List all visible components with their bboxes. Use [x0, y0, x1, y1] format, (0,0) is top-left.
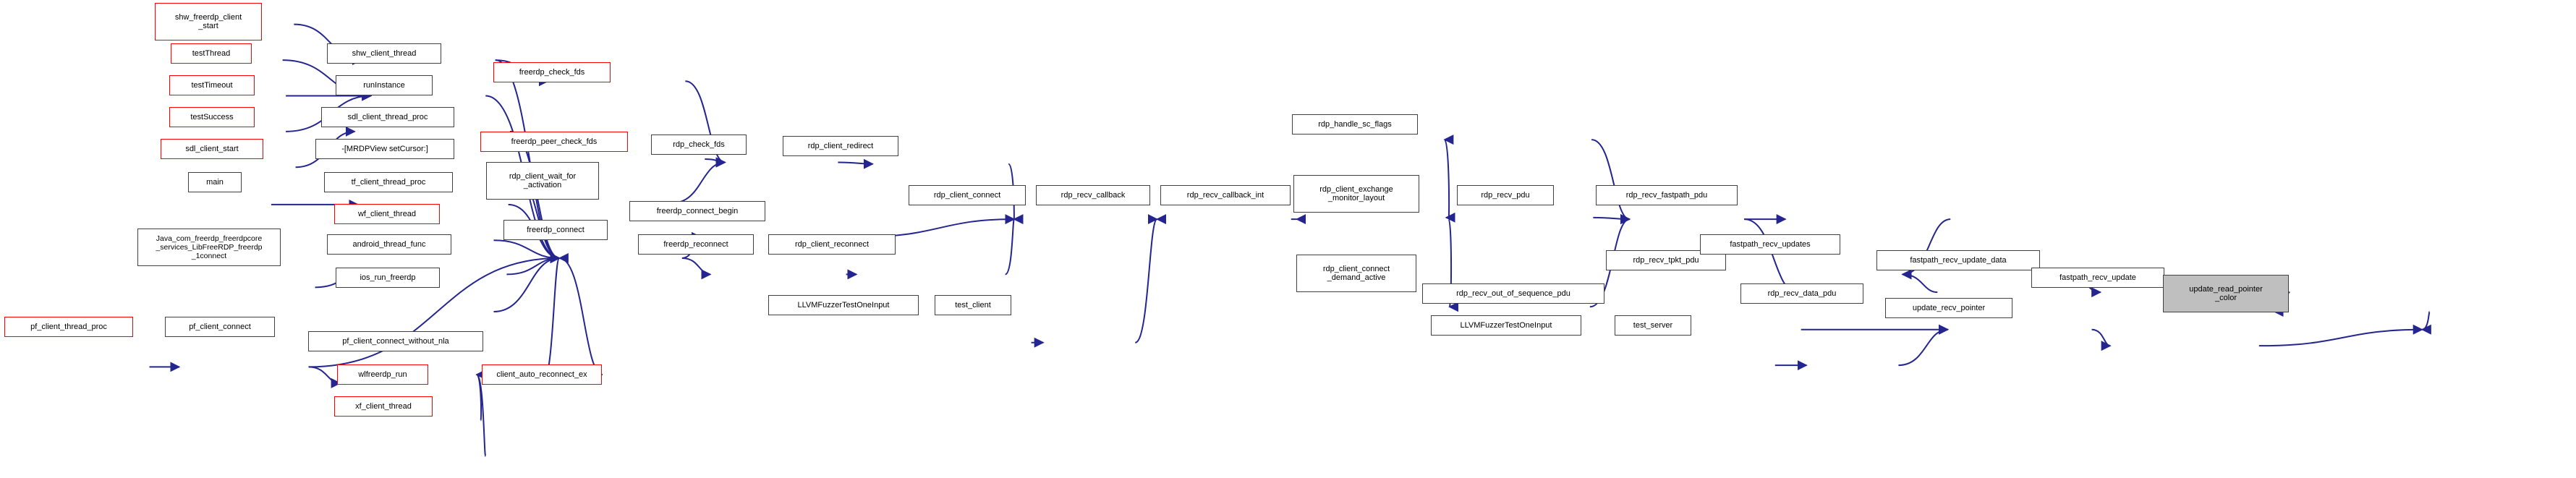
edge: [2258, 324, 2423, 347]
node-wlfreerdp-run[interactable]: wlfreerdp_run: [337, 364, 428, 385]
node-sdl-client-thread-proc[interactable]: sdl_client_thread_proc: [321, 107, 454, 127]
node-freerdp-reconnect[interactable]: freerdp_reconnect: [638, 234, 754, 255]
node-rdp-recv-callback-int[interactable]: rdp_recv_callback_int: [1160, 185, 1291, 205]
edge: [1901, 269, 1938, 294]
node-llvmfuzzertestoneinput-client[interactable]: LLVMFuzzerTestOneInput: [768, 295, 919, 315]
node-testsuccess[interactable]: testSuccess: [169, 107, 255, 127]
node-rdp-client-reconnect[interactable]: rdp_client_reconnect: [768, 234, 896, 255]
node-tf-client-thread-proc[interactable]: tf_client_thread_proc: [324, 172, 453, 192]
edge: [475, 370, 487, 457]
edge-group: [149, 23, 2431, 457]
edge: [475, 370, 486, 422]
node-fastpath-recv-updates[interactable]: fastpath_recv_updates: [1700, 234, 1840, 255]
node-rdp-handle-sc-flags[interactable]: rdp_handle_sc_flags: [1292, 114, 1418, 135]
node-llvmfuzzertestoneinput-server[interactable]: LLVMFuzzerTestOneInput: [1431, 315, 1581, 336]
node-rdp-check-fds[interactable]: rdp_check_fds: [651, 135, 747, 155]
edge: [705, 157, 726, 168]
node-shw-freerdp-client-start[interactable]: shw_freerdp_client _start: [155, 3, 262, 40]
edge: [1445, 212, 1455, 223]
node-test-client[interactable]: test_client: [935, 295, 1011, 315]
node-pf-client-connect-without-nla[interactable]: pf_client_connect_without_nla: [308, 331, 483, 351]
node-main[interactable]: main: [188, 172, 242, 192]
edge: [2420, 311, 2431, 335]
node-mrdpview-setcursor[interactable]: -[MRDPView setCursor:]: [315, 139, 454, 159]
node-test-server[interactable]: test_server: [1615, 315, 1691, 336]
node-testtimeout[interactable]: testTimeout: [169, 75, 255, 95]
node-rdp-client-connect-demand-active[interactable]: rdp_client_connect _demand_active: [1296, 255, 1416, 292]
node-android-thread-func[interactable]: android_thread_func: [327, 234, 451, 255]
node-rdp-client-wait-for-activation[interactable]: rdp_client_wait_for _activation: [486, 162, 599, 200]
edge: [506, 252, 561, 276]
node-sdl-client-start[interactable]: sdl_client_start: [161, 139, 263, 159]
edge: [1134, 214, 1158, 343]
edge: [1443, 135, 1454, 221]
node-java-libfreerdp-connect[interactable]: Java_com_freerdp_freerdpcore _services_L…: [137, 229, 281, 266]
node-rdp-recv-fastpath-pdu[interactable]: rdp_recv_fastpath_pdu: [1596, 185, 1738, 205]
node-rdp-recv-callback[interactable]: rdp_recv_callback: [1036, 185, 1150, 205]
edge: [1593, 214, 1631, 225]
node-client-auto-reconnect-ex[interactable]: client_auto_reconnect_ex: [482, 364, 602, 385]
node-rdp-client-exchange-monitor-layout[interactable]: rdp_client_exchange _monitor_layout: [1293, 175, 1419, 213]
edge: [1898, 324, 1950, 367]
edge: [1591, 139, 1631, 225]
node-update-read-pointer-color[interactable]: update_read_pointer _color: [2163, 275, 2289, 312]
edge: [1004, 214, 1016, 276]
edge: [493, 252, 561, 313]
edge: [2091, 328, 2112, 351]
node-freerdp-connect-begin[interactable]: freerdp_connect_begin: [629, 201, 765, 221]
edge: [838, 158, 874, 169]
edge: [308, 366, 341, 388]
node-testthread[interactable]: testThread: [171, 43, 252, 64]
node-rdp-recv-data-pdu[interactable]: rdp_recv_data_pdu: [1740, 283, 1863, 304]
node-rdp-client-connect[interactable]: rdp_client_connect: [909, 185, 1026, 205]
node-ios-run-freerdp[interactable]: ios_run_freerdp: [336, 268, 440, 288]
edge: [493, 239, 561, 263]
node-fastpath-recv-update-data[interactable]: fastpath_recv_update_data: [1876, 250, 2040, 270]
node-freerdp-check-fds[interactable]: freerdp_check_fds: [493, 62, 611, 82]
edge: [681, 257, 712, 280]
node-xf-client-thread[interactable]: xf_client_thread: [334, 396, 433, 417]
node-freerdp-peer-check-fds[interactable]: freerdp_peer_check_fds: [480, 132, 628, 152]
edge: [672, 157, 726, 204]
node-freerdp-connect[interactable]: freerdp_connect: [503, 220, 608, 240]
node-shw-client-thread[interactable]: shw_client_thread: [327, 43, 441, 64]
node-wf-client-thread[interactable]: wf_client_thread: [334, 204, 440, 224]
node-rdp-recv-out-of-sequence-pdu[interactable]: rdp_recv_out_of_sequence_pdu: [1422, 283, 1604, 304]
node-pf-client-thread-proc[interactable]: pf_client_thread_proc: [4, 317, 133, 337]
node-runinstance[interactable]: runInstance: [336, 75, 433, 95]
node-update-recv-pointer[interactable]: update_recv_pointer: [1885, 298, 2012, 318]
node-rdp-recv-pdu[interactable]: rdp_recv_pdu: [1457, 185, 1554, 205]
edge: [1744, 218, 1798, 298]
node-pf-client-connect[interactable]: pf_client_connect: [165, 317, 275, 337]
node-fastpath-recv-update[interactable]: fastpath_recv_update: [2031, 268, 2164, 288]
edge: [558, 253, 603, 376]
client-auto-reconnect-ex-label: client_auto_reconnect_ex: [496, 370, 587, 379]
node-rdp-client-redirect[interactable]: rdp_client_redirect: [783, 136, 898, 156]
